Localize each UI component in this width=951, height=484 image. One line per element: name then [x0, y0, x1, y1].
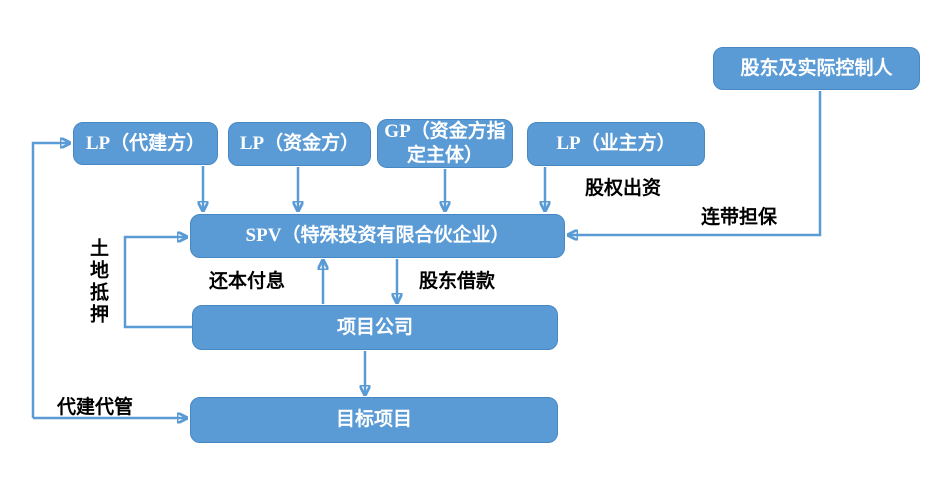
arrow-shareholder-guarantee-to-spv	[568, 91, 822, 235]
label-joint-guarantee: 连带担保	[701, 207, 778, 228]
node-gp-designated-entity: GP（资金方指定主体）	[377, 119, 513, 168]
node-shareholder-actual-controller: 股东及实际控制人	[713, 47, 920, 90]
arrow-to-lp-daijian	[31, 143, 70, 418]
node-lp-owner: LP（业主方）	[527, 122, 705, 166]
node-lp-capital-provider: LP（资金方）	[228, 122, 371, 166]
node-lp-construction-agent: LP（代建方）	[73, 122, 218, 165]
label-shareholder-loan: 股东借款	[419, 271, 496, 292]
label-agent-construction-management: 代建代管	[57, 397, 134, 418]
label-land-mortgage: 土地抵押	[87, 238, 108, 326]
node-spv: SPV（特殊投资有限合伙企业）	[190, 214, 565, 258]
node-target-project: 目标项目	[190, 397, 558, 443]
arrow-land-mortgage-to-spv	[123, 237, 192, 329]
node-project-company: 项目公司	[192, 305, 558, 350]
label-repay-principal-interest: 还本付息	[209, 271, 286, 292]
label-equity-contribution: 股权出资	[585, 178, 662, 199]
